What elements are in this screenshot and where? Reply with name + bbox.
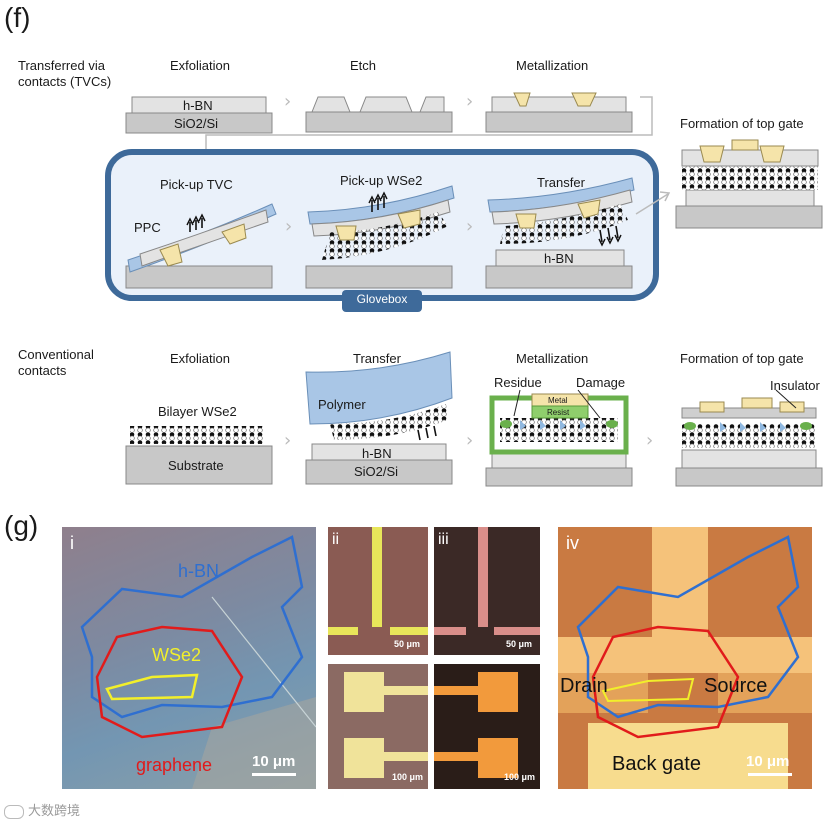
resist-label: Resist — [547, 408, 570, 417]
micrograph-iii-tag: iii — [438, 531, 449, 548]
drain-annotation: Drain — [560, 675, 608, 697]
glovebox-pickup-tvc — [125, 203, 277, 289]
source-annotation: Source — [704, 675, 768, 697]
micrograph-ii-top: ii 50 μm — [328, 527, 428, 655]
micrograph-i-tag: i — [70, 533, 74, 553]
micrograph-i: i h-BN WSe2 graphene 10 μm — [62, 527, 316, 789]
glovebox-transfer — [485, 177, 635, 289]
glovebox-label: Glovebox — [356, 292, 408, 306]
fabrication-schematic: › › › › — [105, 91, 823, 487]
tvc-step-top-gate: Formation of top gate — [680, 116, 804, 131]
tvc-row-label: Transferred via contacts (TVCs) — [18, 58, 112, 89]
insulator-label: Insulator — [770, 378, 820, 393]
micrograph-ii-tag: ii — [332, 531, 340, 548]
metal-label: Metal — [548, 396, 568, 405]
micrograph-iii-scale-bottom: 100 μm — [504, 772, 536, 782]
micrograph-ii-scale-bottom: 100 μm — [392, 772, 424, 782]
tvc-exfoliation-stack — [125, 96, 273, 134]
graphene-outline — [95, 625, 244, 739]
svg-text:›: › — [646, 430, 653, 451]
tvc-step-exfoliation: Exfoliation — [170, 58, 230, 73]
conv-step-exfoliation: Exfoliation — [170, 351, 230, 366]
micrograph-iii-top: iii 50 μm — [434, 527, 540, 655]
tvc-step-etch: Etch — [350, 58, 377, 73]
wse2-outline — [105, 673, 199, 701]
conv-exfoliation-stack — [125, 426, 273, 485]
conv-row-label: Conventional contacts — [18, 347, 94, 378]
micrograph-iv: iv Drain Source Back gate 10 μm — [558, 527, 812, 789]
hbn-outline — [80, 535, 304, 719]
conv-top-gate-stack — [675, 389, 823, 487]
conv-step-top-gate: Formation of top gate — [680, 351, 804, 366]
hbn-annotation: h-BN — [178, 561, 220, 581]
glovebox-pickup-wse2 — [305, 185, 455, 289]
glovebox-step-transfer: Transfer — [537, 175, 585, 190]
svg-text:›: › — [466, 430, 473, 451]
wse2-annotation: WSe2 — [152, 645, 202, 665]
substrate-label: Substrate — [168, 458, 224, 473]
svg-text:›: › — [284, 91, 291, 112]
tvc-substrate-label: SiO2/Si — [174, 116, 219, 131]
bilayer-wse2-label: Bilayer WSe2 — [158, 404, 237, 419]
damage-label: Damage — [576, 375, 626, 390]
panel-g-label: (g) — [4, 510, 39, 541]
glovebox-step-pickup-tvc: Pick-up TVC — [160, 177, 233, 192]
residue-label: Residue — [494, 375, 542, 390]
glovebox-hbn-label: h-BN — [544, 251, 574, 266]
conv-substrate-label: SiO2/Si — [354, 464, 399, 479]
svg-text:›: › — [466, 216, 473, 237]
tvc-step-metallization: Metallization — [516, 58, 589, 73]
svg-text:›: › — [466, 91, 473, 112]
panel-f-label: (f) — [4, 2, 31, 33]
tvc-top-gate-stack — [675, 139, 823, 229]
micrograph-i-scale: 10 μm — [252, 753, 296, 770]
svg-text:›: › — [284, 430, 291, 451]
tvc-etch-stack — [305, 96, 453, 133]
micrograph-iv-tag: iv — [566, 533, 579, 553]
polymer-label: Polymer — [318, 397, 366, 412]
glovebox-step-pickup-wse2: Pick-up WSe2 — [340, 173, 423, 188]
micrograph-ii-scale-top: 50 μm — [394, 639, 421, 649]
conv-metallization-stack — [485, 389, 633, 487]
watermark-text: 大数跨境 — [28, 803, 81, 818]
watermark-logo-icon — [4, 804, 24, 819]
micrograph-iii-scale-top: 50 μm — [506, 639, 533, 649]
micrograph-ii-bottom: 100 μm — [328, 664, 428, 789]
back-gate-annotation: Back gate — [612, 753, 701, 775]
micrograph-iv-scale: 10 μm — [746, 753, 790, 770]
tvc-metallization-stack — [485, 92, 633, 133]
conv-step-transfer: Transfer — [353, 351, 401, 366]
conv-step-metallization: Metallization — [516, 351, 589, 366]
conv-hbn-label: h-BN — [362, 446, 392, 461]
graphene-annotation: graphene — [136, 755, 213, 775]
watermark: 大数跨境 — [4, 800, 80, 819]
micrograph-iii-bottom: 100 μm — [434, 664, 540, 789]
svg-text:›: › — [285, 216, 292, 237]
ppc-label: PPC — [134, 220, 161, 235]
conv-transfer-stack — [305, 351, 453, 485]
tvc-hbn-label: h-BN — [183, 98, 213, 113]
